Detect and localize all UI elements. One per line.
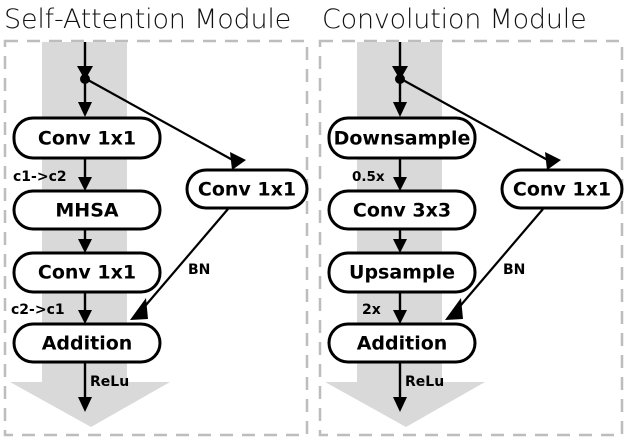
module-title-self-attention: Self-Attention Module [4, 4, 291, 35]
node-upsample-label-convolution: Upsample [349, 262, 455, 284]
edge-label-relu-self-attention: ReLu [90, 374, 129, 390]
node-conv1-label-self-attention: Conv 1x1 [38, 128, 136, 150]
node-shortcut-conv-label-convolution: Conv 1x1 [513, 179, 611, 201]
arrowhead-downsample-convolution [393, 102, 407, 117]
arrowhead-conv3x3-convolution [393, 177, 407, 191]
module-panel-border-self-attention [3, 39, 309, 437]
node-addition-convolution[interactable]: Addition [327, 322, 477, 364]
arrowhead-addition-shortcut-convolution [445, 298, 463, 320]
module-title-convolution: Convolution Module [322, 4, 586, 35]
node-downsample-convolution[interactable]: Downsample [327, 116, 477, 160]
arrowhead-shortcut-in-convolution [545, 152, 561, 170]
arrowhead-input-self-attention [77, 66, 93, 80]
edge-branch-to-shortcut-self-attention [87, 79, 239, 164]
edge-label-c1-c2-self-attention: c1->c2 [13, 169, 67, 185]
arrowhead-addition-self-attention [78, 310, 92, 324]
arrowhead-input-convolution [392, 66, 408, 80]
arrowhead-shortcut-in-self-attention [230, 152, 246, 170]
node-shortcut-conv-self-attention[interactable]: Conv 1x1 [185, 168, 309, 210]
node-shortcut-conv-convolution[interactable]: Conv 1x1 [500, 168, 624, 210]
node-conv1-self-attention[interactable]: Conv 1x1 [12, 116, 162, 160]
node-shortcut-conv-label-self-attention: Conv 1x1 [198, 179, 296, 201]
node-mhsa-self-attention[interactable]: MHSA [12, 189, 162, 231]
node-addition-label-convolution: Addition [357, 333, 448, 355]
edge-label-relu-convolution: ReLu [405, 374, 444, 390]
arrowhead-upsample-convolution [393, 239, 407, 253]
module-self-attention: Self-Attention Module Conv 1x1 [3, 4, 309, 437]
arrowhead-addition-convolution [393, 310, 407, 324]
arrowhead-output-self-attention [78, 397, 92, 412]
edge-branch-to-shortcut-convolution [402, 79, 554, 164]
arrowhead-output-convolution [393, 397, 407, 412]
edge-label-half-scale-convolution: 0.5x [352, 169, 385, 185]
node-conv3x3-convolution[interactable]: Conv 3x3 [327, 189, 477, 231]
arrowhead-addition-shortcut-self-attention [130, 298, 148, 320]
module-panel-border-convolution [318, 39, 624, 437]
edge-label-bn-self-attention: BN [188, 262, 210, 278]
arrowhead-conv1-self-attention [78, 102, 92, 117]
arrowhead-conv2-self-attention [78, 239, 92, 253]
edge-label-bn-convolution: BN [503, 262, 525, 278]
flow-band-convolution [325, 42, 485, 427]
node-conv2-label-self-attention: Conv 1x1 [38, 262, 136, 284]
edge-label-c2-c1-self-attention: c2->c1 [11, 302, 65, 318]
node-addition-label-self-attention: Addition [42, 333, 133, 355]
node-addition-self-attention[interactable]: Addition [12, 322, 162, 364]
edge-shortcut-to-addition-convolution [454, 208, 544, 313]
node-conv2-self-attention[interactable]: Conv 1x1 [12, 251, 162, 294]
node-mhsa-label-self-attention: MHSA [55, 200, 118, 222]
node-conv3x3-label-convolution: Conv 3x3 [353, 200, 451, 222]
edge-shortcut-to-addition-self-attention [139, 208, 229, 313]
edge-label-double-scale-convolution: 2x [362, 302, 381, 318]
flow-band-self-attention [10, 42, 170, 427]
node-downsample-label-convolution: Downsample [334, 128, 471, 150]
module-convolution: Convolution Module Downsample 0.5x [318, 4, 624, 437]
arrowhead-mhsa-self-attention [78, 177, 92, 191]
node-upsample-convolution[interactable]: Upsample [327, 251, 477, 294]
